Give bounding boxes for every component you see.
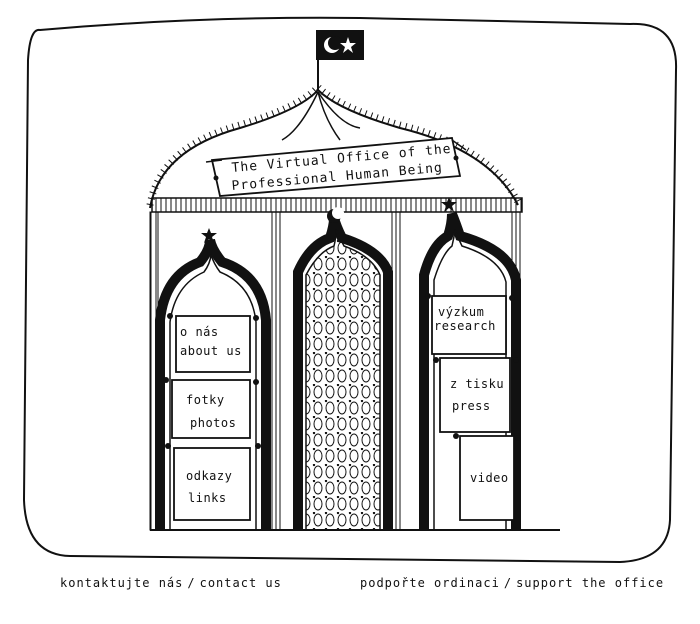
right-panel-1[interactable]: výzkum research <box>425 293 515 355</box>
contact-link-en: contact us <box>199 576 282 590</box>
contact-link[interactable]: kontaktujte nás/contact us <box>60 576 282 590</box>
crescent-icon <box>327 207 344 223</box>
left-panel-3-label-en: links <box>188 491 227 505</box>
center-arch <box>293 207 393 531</box>
crescent-star-icon <box>324 36 356 53</box>
support-link-en: support the office <box>516 576 665 590</box>
star-icon <box>201 228 217 243</box>
right-arch <box>419 197 521 530</box>
outer-frame <box>22 16 678 564</box>
left-panel-3-label-cs: odkazy <box>186 469 232 483</box>
right-panel-1-label-en: research <box>434 319 496 333</box>
left-panel-1-label-en: about us <box>180 344 242 358</box>
left-arch <box>155 228 271 530</box>
left-panel-2[interactable]: fotky photos <box>163 377 259 439</box>
contact-link-cs: kontaktujte nás <box>60 576 184 590</box>
contact-divider: / <box>187 576 196 590</box>
support-divider: / <box>503 576 513 590</box>
right-panel-3[interactable]: video <box>453 433 521 521</box>
support-link-cs: podpořte ordinaci <box>360 576 500 590</box>
support-link[interactable]: podpořte ordinaci/support the office <box>360 576 664 590</box>
right-panel-2[interactable]: z tisku press <box>433 357 519 433</box>
star-icon <box>441 197 457 212</box>
left-panel-1-label-cs: o nás <box>180 325 219 339</box>
flag <box>316 30 364 90</box>
right-panel-2-label-cs: z tisku <box>450 377 504 391</box>
right-panel-3-label-en: video <box>470 471 509 485</box>
left-panel-2-label-cs: fotky <box>186 393 225 407</box>
right-panel-2-label-en: press <box>452 399 491 413</box>
left-panel-3[interactable]: odkazy links <box>165 443 261 521</box>
title-banner: The Virtual Office of the Professional H… <box>205 137 467 197</box>
left-panel-2-label-en: photos <box>190 416 236 430</box>
right-panel-1-label-cs: výzkum <box>438 305 484 319</box>
left-panel-1[interactable]: o nás about us <box>167 313 259 373</box>
